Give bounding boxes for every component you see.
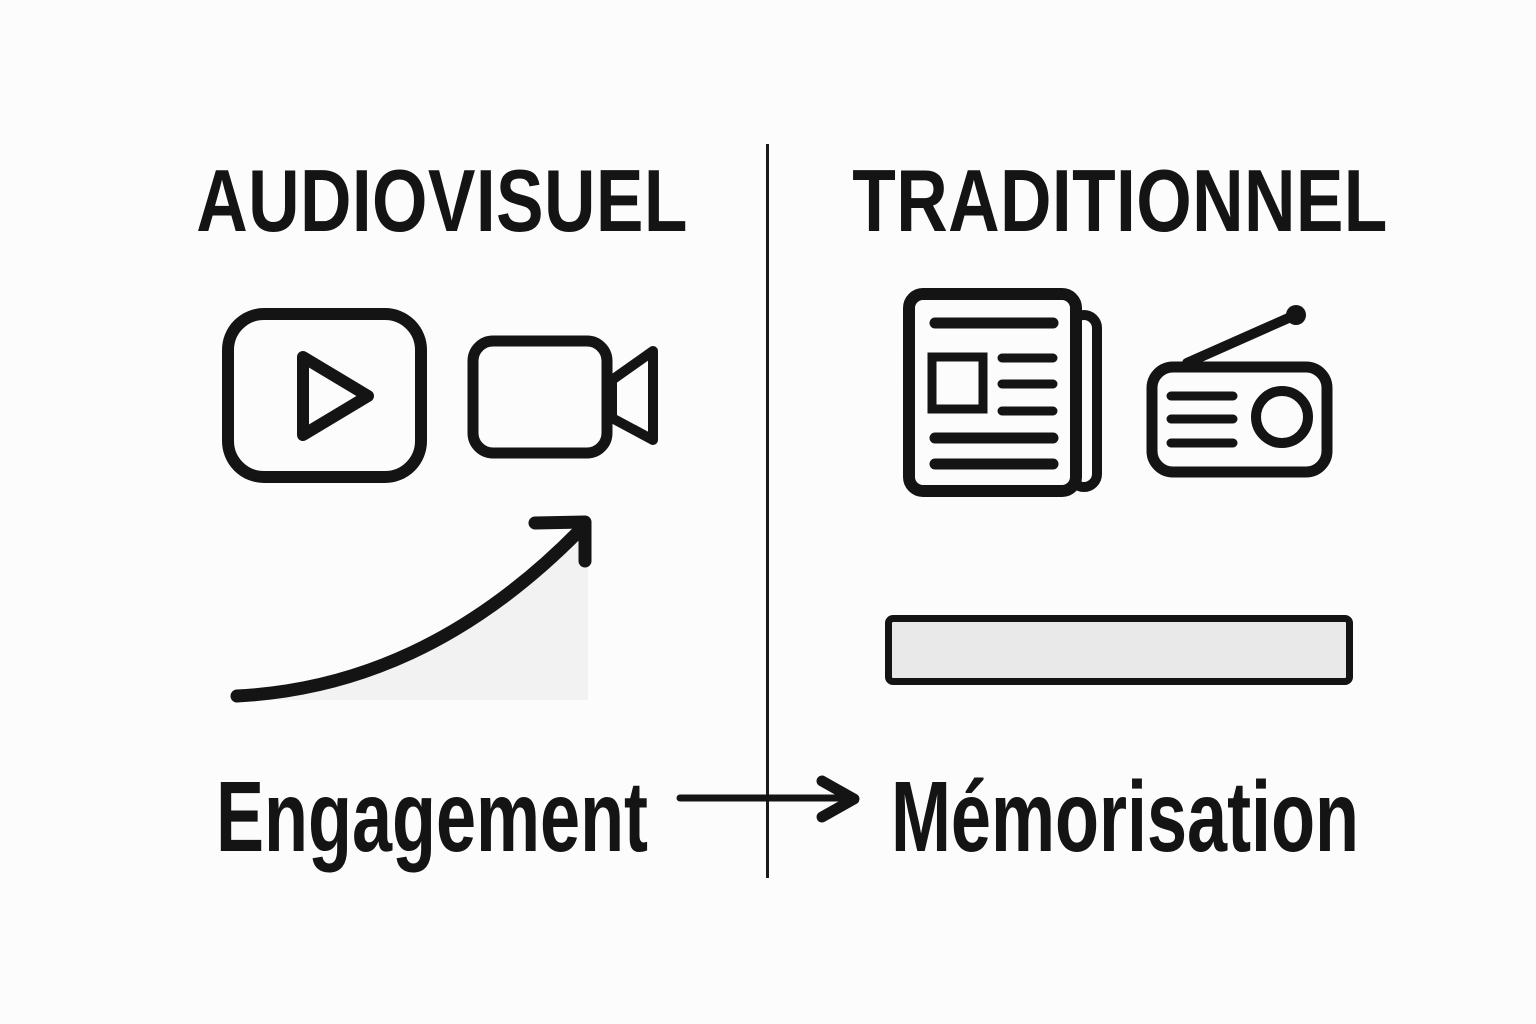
left-metric-label: Engagement	[215, 761, 649, 873]
article-long-lines	[929, 432, 1059, 470]
video-player-frame	[222, 308, 427, 483]
rising-curve-arrow-icon	[230, 515, 592, 703]
curve-area-fill	[237, 530, 588, 700]
right-arrow-icon	[676, 775, 860, 823]
radio-antenna	[1182, 311, 1298, 368]
left-panel-title: AUDIOVISUEL	[196, 151, 688, 250]
flat-bar	[885, 615, 1353, 685]
right-metric-label: Mémorisation	[890, 761, 1360, 873]
growth-curve	[230, 523, 587, 703]
antenna-tip-dot	[1286, 305, 1306, 325]
camera-lens-horn	[607, 346, 658, 445]
right-panel-title: TRADITIONNEL	[852, 151, 1388, 250]
article-image-box	[927, 352, 988, 414]
video-camera-icon	[467, 335, 658, 459]
curve-arrowhead	[528, 515, 592, 568]
speaker-lines	[1166, 391, 1238, 448]
article-short-lines	[997, 353, 1058, 416]
arrow-chevron	[816, 775, 860, 823]
newspaper-icon	[903, 288, 1102, 497]
radio-dial	[1251, 386, 1313, 448]
play-triangle-icon	[297, 351, 374, 441]
radio-icon	[1146, 305, 1333, 478]
camera-body	[467, 335, 613, 459]
video-player-icon	[222, 308, 427, 483]
vertical-divider	[766, 144, 769, 878]
